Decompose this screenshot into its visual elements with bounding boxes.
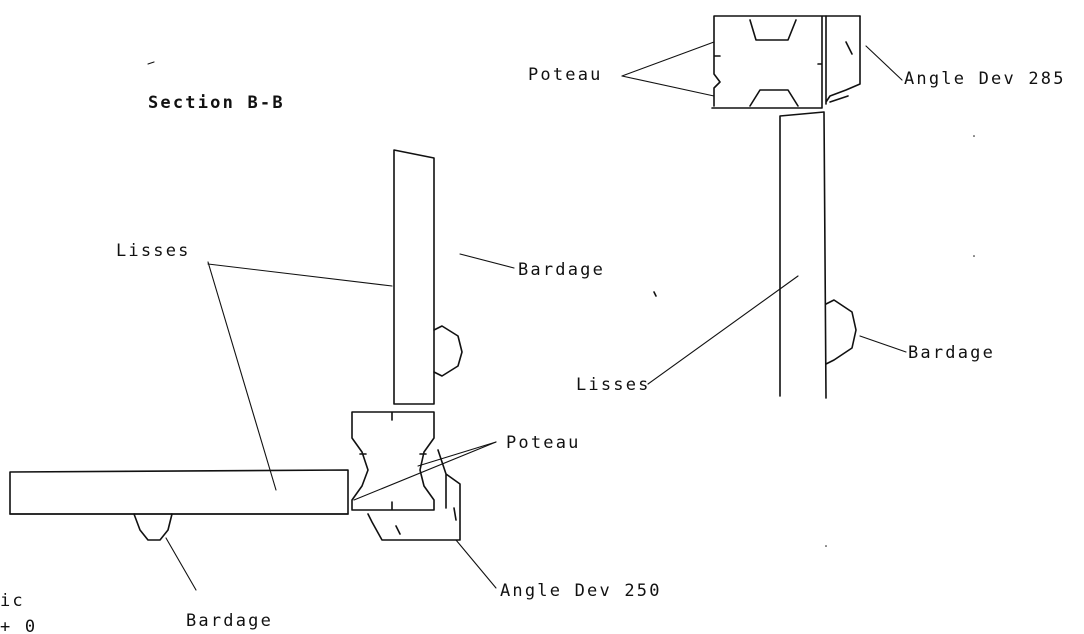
leader-bardage-right — [859, 335, 907, 353]
label-lisses-right: Lisses — [576, 375, 651, 395]
label-bardage-right: Bardage — [908, 343, 995, 363]
bardage-profile-bottom-left — [133, 513, 173, 541]
leader-angle-dev-250 — [455, 539, 497, 589]
speck-2 — [973, 135, 975, 137]
speck-1 — [653, 291, 657, 297]
leader-poteau-left-b — [417, 441, 497, 467]
label-poteau-right: Poteau — [528, 65, 603, 85]
lisse-vertical-left — [393, 149, 435, 405]
leader-lisses-right — [647, 275, 799, 385]
poteau-right — [711, 15, 861, 109]
speck-4 — [825, 545, 827, 547]
stray-mark — [147, 61, 155, 65]
leader-bardage-top-left — [459, 253, 515, 269]
leader-lisses-to-horizontal — [207, 261, 277, 491]
leader-lisses-to-vertical — [207, 263, 393, 287]
leader-poteau-right-b — [621, 75, 715, 97]
lisse-horizontal-left — [9, 469, 349, 515]
label-edge-text-1: ic — [0, 591, 25, 611]
angle-dev-285 — [825, 15, 861, 105]
label-lisses-left: Lisses — [116, 241, 191, 261]
label-bardage-bottom-left: Bardage — [186, 611, 273, 631]
poteau-left — [351, 411, 435, 511]
bardage-profile-upper-left — [433, 325, 463, 377]
label-bardage-top-left: Bardage — [518, 260, 605, 280]
bardage-profile-right — [825, 299, 857, 365]
leader-poteau-right-a — [621, 41, 715, 77]
label-angle-dev-285: Angle Dev 285 — [904, 69, 1066, 89]
leader-poteau-left-a — [353, 441, 497, 501]
label-angle-dev-250: Angle Dev 250 — [500, 581, 662, 601]
speck-3 — [973, 255, 975, 257]
label-edge-text-2: + 0 — [0, 617, 37, 634]
label-poteau-left: Poteau — [506, 433, 581, 453]
lisse-vertical-right — [779, 111, 827, 399]
section-title: Section B-B — [148, 93, 285, 113]
leader-bardage-bottom-left — [165, 537, 197, 591]
leader-angle-dev-285 — [865, 45, 903, 81]
angle-dev-250-left — [367, 449, 461, 541]
